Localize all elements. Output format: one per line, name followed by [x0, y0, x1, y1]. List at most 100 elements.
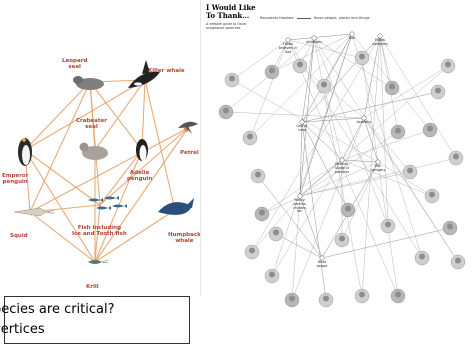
food-web-graph [13, 60, 198, 264]
network-label-film-company: Film company [370, 164, 386, 172]
oscar-network-graph [218, 31, 466, 308]
network-edge-god-to-family [299, 33, 353, 197]
network-edge-photo-27-0 [299, 131, 399, 197]
network-edge-academy-to-director [341, 117, 365, 161]
network-edge-photo-20-0 [249, 33, 353, 139]
food-web-edge-crabeater-seal-to-killer-whale [94, 79, 146, 151]
network-edge-photo-3-1 [313, 37, 393, 89]
network-label-follow-nominees: Follow nominees [372, 38, 388, 46]
network-label-cast-crew: Cast or crew [296, 124, 308, 132]
food-web-edge-squid-to-petrel [29, 127, 189, 213]
network-edge-photo-16-1 [271, 33, 353, 277]
krill-icon [88, 259, 109, 264]
nominee-photo-face-7 [453, 153, 459, 160]
network-edge-photo-2-0 [287, 39, 363, 59]
network-hub-ancestors [311, 35, 317, 41]
nominee-photo-face-19 [255, 171, 261, 178]
network-hub-academy [361, 115, 367, 121]
network-edge-follow-believers-to-god [287, 33, 353, 41]
network-edge-photo-19-1 [257, 175, 323, 259]
emperor-penguin-icon [18, 138, 32, 166]
network-hub-director [339, 157, 345, 163]
network-edge-photo-17-1 [251, 35, 381, 253]
network-hub-follow-nominees [377, 33, 383, 39]
network-edge-photo-13-0 [361, 35, 381, 297]
food-web-edge-adelie-penguin-to-leopard-seal [89, 81, 143, 151]
nominee-photo-face-22 [229, 75, 235, 82]
caption-box: pecies are critical? vertices [0, 296, 190, 344]
network-label-dead-people: Dead people [316, 260, 328, 268]
food-web-edge-fish-to-adelie-penguin [99, 149, 143, 206]
network-legend: Recipients thanked those people, places … [260, 16, 369, 20]
network-subtitle: A network guide to Oscar acceptance spee… [206, 22, 247, 30]
food-web-edge-crabeater-seal-to-leopard-seal [88, 81, 96, 151]
network-edge-photo-3-0 [379, 35, 393, 89]
nominee-photo-face-24 [345, 205, 351, 212]
network-edge-photo-21-1 [225, 111, 365, 119]
network-edge-photo-28-0 [341, 161, 379, 241]
food-web-label-adelie-penguin: Adelie penguin [127, 170, 153, 182]
food-web-label-fish: Fish including Ice and Tooth fish [72, 225, 127, 237]
nominee-photo-face-29 [273, 229, 279, 236]
network-edge-academy-to-film-company [363, 117, 379, 163]
network-edge-god-to-cast-crew [301, 33, 353, 123]
food-web-label-humpback-whale: Humpback whale [168, 232, 201, 244]
nominee-photo-face-16 [269, 271, 275, 278]
food-web-edge-fish-to-petrel [99, 127, 189, 206]
food-web-label-crabeater-seal: Crabeater seal [76, 118, 107, 130]
nominee-photo-face-27 [395, 127, 401, 134]
nominee-photo-face-9 [447, 223, 453, 230]
nominee-photo-face-26 [321, 81, 327, 88]
network-hub-follow-believers [285, 37, 291, 43]
network-edge-photo-2-1 [361, 57, 379, 163]
nominee-photo-face-10 [419, 253, 425, 260]
network-edge-photo-17-0 [251, 195, 301, 253]
nominee-photo-face-14 [323, 295, 329, 302]
network-edge-photo-1-1 [299, 65, 365, 119]
network-edge-photo-23-0 [379, 35, 389, 227]
network-edge-photo-8-0 [377, 161, 433, 197]
nominee-photo-face-13 [359, 291, 365, 298]
food-web-edge-emperor-penguin-to-leopard-seal [24, 81, 91, 151]
network-edge-photo-22-1 [231, 79, 379, 163]
nominee-photo-face-15 [289, 295, 295, 302]
network-hub-dead-people [319, 255, 325, 261]
nominee-photo-face-17 [249, 247, 255, 254]
network-edge-photo-23-1 [313, 37, 389, 227]
network-edge-photo-25-0 [363, 117, 411, 173]
nominee-photo-face-28 [339, 235, 345, 242]
network-edge-photo-7-1 [379, 35, 457, 159]
nominee-photo-face-2 [359, 53, 365, 60]
food-web-edge-fish-to-emperor-penguin [24, 149, 101, 206]
food-web-edge-krill-to-squid [29, 211, 96, 263]
network-label-ancestors: Ancestors [306, 40, 322, 44]
legend-arrow-icon [296, 17, 311, 19]
network-title: I Would Like To Thank… [206, 3, 256, 20]
network-edge-photo-8-1 [341, 159, 433, 197]
network-hub-family [297, 193, 303, 199]
network-label-god: God [348, 36, 356, 40]
caption-line-1: pecies are critical? [0, 302, 115, 317]
network-edge-cast-crew-to-director [301, 121, 343, 161]
network-edge-photo-11-0 [313, 37, 459, 263]
network-edge-cast-crew-to-academy [301, 117, 365, 123]
network-edge-photo-15-1 [291, 195, 301, 301]
network-edge-photo-5-1 [299, 65, 449, 197]
nominee-photo-face-23 [385, 221, 391, 228]
food-web-label-emperor-penguin: Emperor penguin [2, 173, 29, 185]
food-web-label-killer-whale: Killer whale [148, 68, 185, 74]
food-web-edge-emperor-penguin-to-killer-whale [24, 79, 146, 151]
food-web-edge-adelie-penguin-to-killer-whale [141, 79, 148, 151]
nominee-photo-face-21 [223, 107, 229, 114]
network-edge-photo-11-1 [363, 117, 459, 263]
nominee-photo-face-25 [407, 167, 413, 174]
panel-divider [200, 0, 201, 296]
food-web-label-krill: Krill [86, 284, 99, 290]
network-edge-follow-nominees-to-cast-crew [301, 35, 381, 123]
nominee-photo-face-3 [389, 83, 395, 90]
killer-whale-icon [128, 60, 160, 88]
nominee-photo-face-6 [427, 125, 433, 132]
nominee-photo-face-5 [445, 61, 451, 68]
